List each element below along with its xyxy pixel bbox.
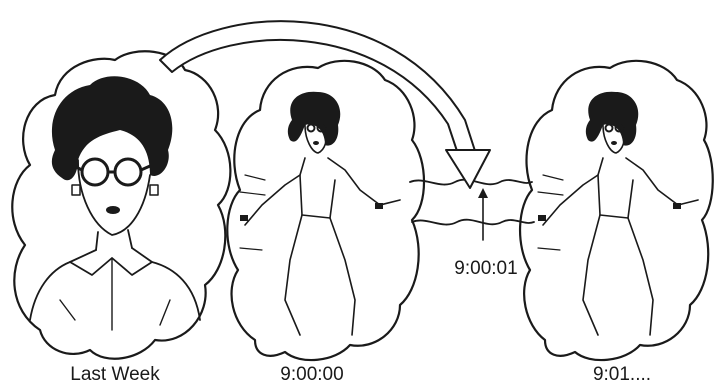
timeline-bridge xyxy=(410,180,534,225)
woman-walking-figure-later xyxy=(538,92,698,335)
label-time-mid: 9:00:01 xyxy=(436,258,536,280)
woman-portrait-figure xyxy=(30,76,200,330)
label-last-week: Last Week xyxy=(55,364,175,386)
woman-walking-figure-start xyxy=(240,92,400,335)
label-time-later: 9:01.... xyxy=(572,364,672,386)
portrait-hair xyxy=(52,76,172,180)
time-pointer-arrow xyxy=(478,188,488,240)
label-time-start: 9:00:00 xyxy=(262,364,362,386)
